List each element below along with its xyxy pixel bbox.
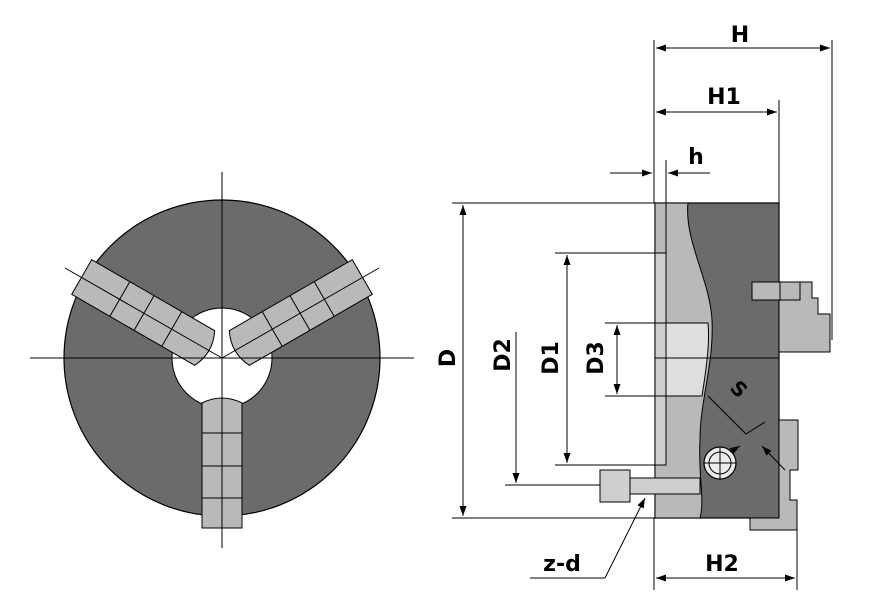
- front-view: [30, 172, 414, 548]
- side-jaw-bottom: [749, 419, 799, 531]
- label-H1: H1: [707, 85, 741, 110]
- mounting-bolt: [599, 469, 701, 503]
- label-D2: D2: [491, 338, 516, 372]
- label-H: H: [731, 23, 749, 48]
- label-H2: H2: [705, 552, 739, 577]
- label-D1: D1: [539, 341, 564, 375]
- label-h: h: [688, 145, 704, 170]
- label-zd: z-d: [543, 552, 581, 577]
- bore-strip: [654, 252, 667, 466]
- label-D3: D3: [584, 341, 609, 375]
- bore-highlight: [665, 322, 710, 397]
- side-view: [599, 202, 831, 531]
- label-D: D: [436, 349, 461, 367]
- side-jaw-screw: [751, 281, 801, 301]
